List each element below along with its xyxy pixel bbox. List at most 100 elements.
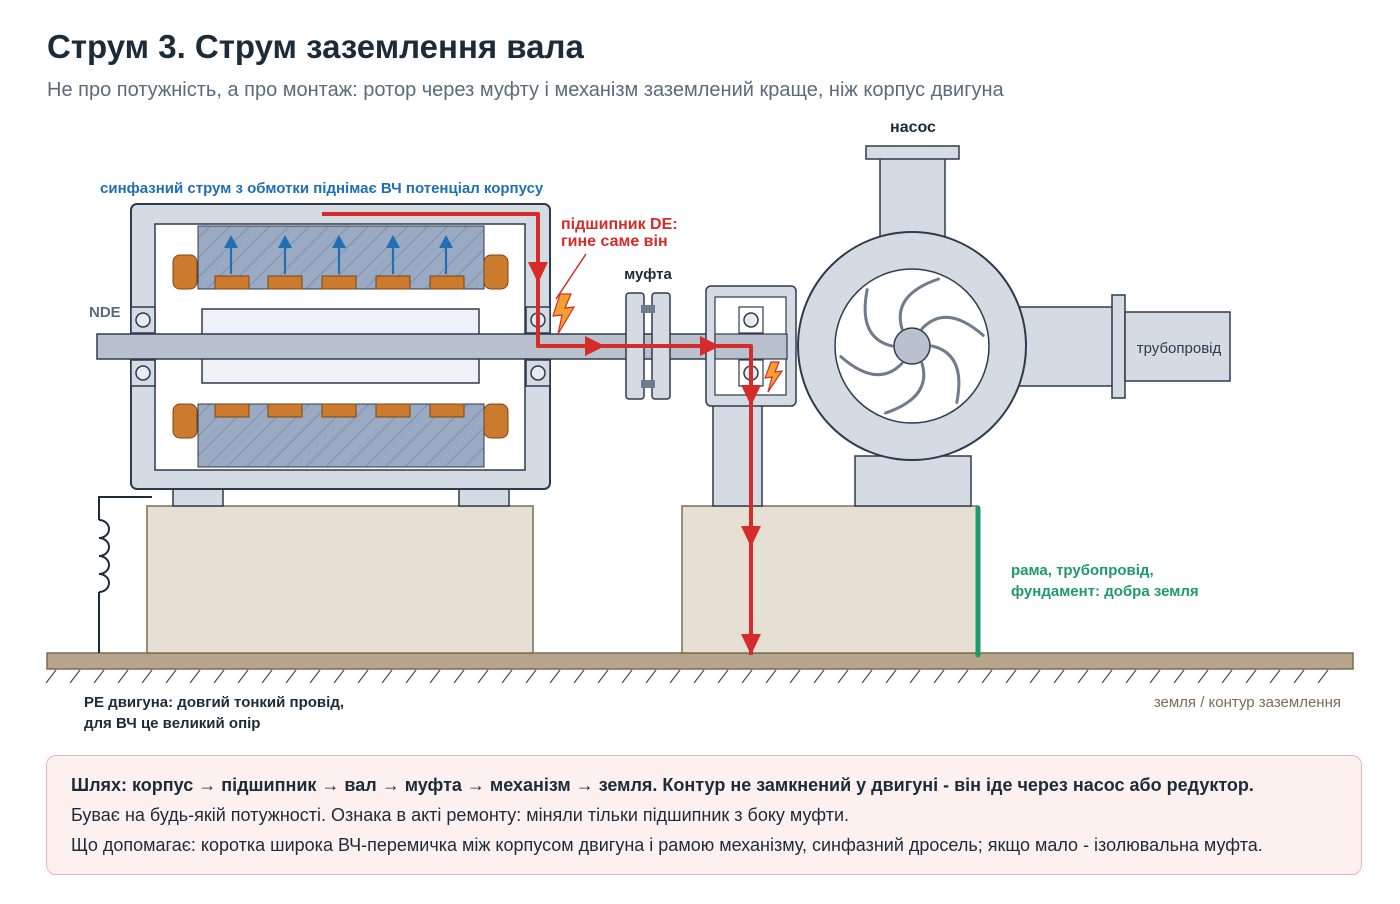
common-mode-label: синфазний струм з обмотки піднімає ВЧ по…: [100, 180, 544, 197]
earth-hatch-line: [1125, 669, 1137, 684]
summary-note: Шлях: корпус → підшипник → вал → муфта →…: [46, 755, 1362, 875]
end-winding: [172, 254, 198, 290]
slot-conductor: [321, 403, 357, 418]
earth-hatch-line: [357, 669, 369, 684]
earth-hatch-line: [477, 669, 489, 684]
earth-hatch-line: [813, 669, 825, 684]
earth-hatch-line: [45, 669, 57, 684]
common-mode-arrowhead: [332, 235, 346, 248]
impeller-hub: [893, 327, 931, 365]
motor-foot-right: [458, 488, 510, 507]
earth-hatch-line: [237, 669, 249, 684]
earth-hatch-line: [933, 669, 945, 684]
bearing-de-label-2: гине саме він: [561, 233, 668, 250]
earth-hatch-line: [597, 669, 609, 684]
motor-foot-left: [172, 488, 224, 507]
earth-hatch-line: [69, 669, 81, 684]
slot-conductor: [375, 403, 411, 418]
current-arrowheads: [528, 262, 761, 655]
earth-hatch-line: [717, 669, 729, 684]
earth-hatch-line: [309, 669, 321, 684]
earth-hatch-line: [117, 669, 129, 684]
earth-hatch-line: [261, 669, 273, 684]
earth-hatch-line: [141, 669, 153, 684]
earth-hatch-line: [333, 669, 345, 684]
pump-foundation: [681, 505, 979, 654]
earth-hatch-line: [573, 669, 585, 684]
bearing-de-pointer: [555, 253, 587, 300]
impeller-blade: [898, 277, 940, 331]
earth-hatch-line: [741, 669, 753, 684]
pump: [797, 145, 1231, 507]
pe-label-2: для ВЧ це великий опір: [84, 715, 260, 732]
slot-conductor: [267, 275, 303, 290]
slot-conductor: [214, 403, 250, 418]
earth-hatch-line: [549, 669, 561, 684]
slot-conductor: [429, 275, 465, 290]
pe-label: РЕ двигуна: довгий тонкий провід,: [84, 694, 344, 711]
earth-ground-strip: [45, 652, 1354, 684]
earth-hatch-line: [1293, 669, 1305, 684]
earth-hatch-line: [525, 669, 537, 684]
earth-hatch-line: [1317, 669, 1329, 684]
earth-hatch-line: [405, 669, 417, 684]
good-ground-label-2: фундамент: добра земля: [1011, 583, 1199, 600]
pipeline-label: трубопровід: [1137, 340, 1222, 357]
earth-hatch-line: [1077, 669, 1089, 684]
earth-hatch-line: [645, 669, 657, 684]
bearing-nde-ball: [135, 365, 151, 381]
impeller-blade: [930, 344, 961, 404]
earth-hatch-line: [1053, 669, 1065, 684]
earth-hatch-line: [381, 669, 393, 684]
shaft-current-diagram: синфазний струм з обмотки піднімає ВЧ по…: [45, 119, 1354, 732]
earth-hatch-line: [429, 669, 441, 684]
earth-hatch-line: [909, 669, 921, 684]
page-title: Струм 3. Струм заземлення вала: [47, 28, 584, 65]
page-subtitle: Не про потужність, а про монтаж: ротор ч…: [47, 79, 1004, 101]
earth-hatch-line: [1101, 669, 1113, 684]
slot-conductor: [267, 403, 303, 418]
earth-hatch-line: [1221, 669, 1233, 684]
nde-label: NDE: [89, 304, 121, 321]
slot-conductor: [321, 275, 357, 290]
pe-wire: [98, 496, 152, 653]
note-path: Шлях: корпус → підшипник → вал → муфта →…: [71, 775, 1254, 795]
earth-hatch-line: [1269, 669, 1281, 684]
bearing-nde-ball: [135, 312, 151, 328]
motor-foundation: [146, 505, 534, 654]
earth-hatch-line: [1173, 669, 1185, 684]
earth-hatch-line: [957, 669, 969, 684]
earth-hatch-line: [1245, 669, 1257, 684]
earth-hatch-line: [693, 669, 705, 684]
earth-hatch-line: [1029, 669, 1041, 684]
earth-label: земля / контур заземлення: [1154, 694, 1341, 711]
impeller-blade: [863, 288, 894, 348]
earth-hatch-line: [1005, 669, 1017, 684]
slot-conductor: [375, 275, 411, 290]
slot-conductor: [429, 403, 465, 418]
spark-icon: [764, 361, 784, 393]
pipeline: [1124, 311, 1231, 382]
earth-hatch-line: [285, 669, 297, 684]
shaft-current-path: [322, 212, 753, 655]
earth-hatch-line: [861, 669, 873, 684]
earth-hatch-line: [885, 669, 897, 684]
common-mode-arrowhead: [439, 235, 453, 248]
earth-hatch-line: [501, 669, 513, 684]
impeller-blade: [839, 355, 904, 377]
earth-hatch-line: [213, 669, 225, 684]
bearing-de-label: підшипник DE:: [561, 216, 678, 233]
end-winding: [172, 403, 198, 439]
spark-icon: [552, 293, 576, 335]
coupling-label: муфта: [624, 266, 672, 283]
end-winding: [483, 403, 509, 439]
earth-hatch-line: [1197, 669, 1209, 684]
earth-hatch-line: [189, 669, 201, 684]
pump-label: насос: [890, 119, 936, 136]
note-symptom: Буває на будь-якій потужності. Ознака в …: [71, 805, 849, 825]
earth-hatch-line: [453, 669, 465, 684]
common-mode-arrowhead: [386, 235, 400, 248]
common-mode-arrowhead: [224, 235, 238, 248]
good-ground-label: рама, трубопровід,: [1011, 562, 1154, 579]
slot-conductor: [214, 275, 250, 290]
